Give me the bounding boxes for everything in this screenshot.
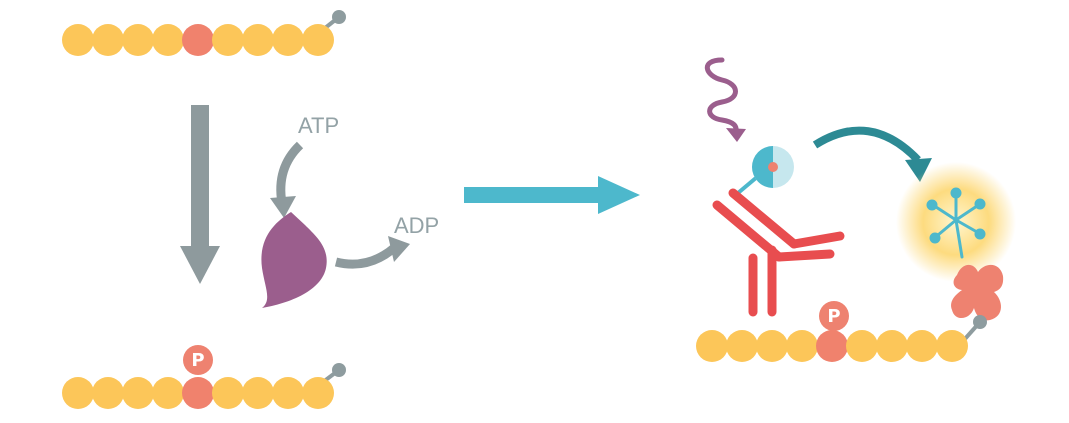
phosphate-label: P <box>191 350 204 371</box>
atp-curved-arrow <box>270 141 304 218</box>
fluorophore-icon <box>736 146 794 195</box>
amino-acid-bead <box>696 330 728 362</box>
antibody-icon <box>712 188 845 317</box>
amino-acid-bead <box>302 377 334 409</box>
amino-acid-bead <box>846 330 878 362</box>
kinase-enzyme-icon <box>261 212 327 308</box>
peptide-chain-top <box>62 10 346 56</box>
transition-arrow <box>464 176 640 214</box>
amino-acid-bead <box>212 24 244 56</box>
target-residue-bead <box>182 24 214 56</box>
chain-stem-end <box>332 10 346 24</box>
amino-acid-bead <box>242 24 274 56</box>
chain-stem-end <box>332 363 346 377</box>
amino-acid-bead <box>272 377 304 409</box>
amino-acid-bead <box>936 330 968 362</box>
amino-acid-bead <box>242 377 274 409</box>
amino-acid-bead <box>756 330 788 362</box>
phosphate-group <box>183 345 213 375</box>
phospho-residue-bead <box>182 377 214 409</box>
amino-acid-bead <box>876 330 908 362</box>
amino-acid-bead <box>212 377 244 409</box>
adp-curved-arrow <box>334 236 410 269</box>
phospho-residue-bead <box>816 330 848 362</box>
light-wave-icon <box>704 57 746 142</box>
amino-acid-bead <box>272 24 304 56</box>
peptide-chain-right: P <box>696 301 987 362</box>
amino-acid-bead <box>92 377 124 409</box>
amino-acid-bead <box>786 330 818 362</box>
down-arrow <box>180 105 220 284</box>
fluorescent-probe-icon <box>926 187 986 259</box>
peptide-chain-bottom: P <box>62 345 346 409</box>
amino-acid-bead <box>62 24 94 56</box>
phosphate-group <box>819 301 849 331</box>
atp-label: ATP <box>298 113 339 138</box>
amino-acid-bead <box>302 24 334 56</box>
teal-curved-arrow <box>812 126 932 182</box>
amino-acid-bead <box>152 24 184 56</box>
chain-stem-end <box>973 315 987 329</box>
amino-acid-bead <box>122 24 154 56</box>
amino-acid-bead <box>122 377 154 409</box>
amino-acid-bead <box>726 330 758 362</box>
amino-acid-bead <box>906 330 938 362</box>
amino-acid-bead <box>92 24 124 56</box>
adp-label: ADP <box>394 213 439 238</box>
amino-acid-bead <box>62 377 94 409</box>
phosphate-label: P <box>827 306 840 327</box>
binding-protein-icon <box>951 264 1004 321</box>
amino-acid-bead <box>152 377 184 409</box>
